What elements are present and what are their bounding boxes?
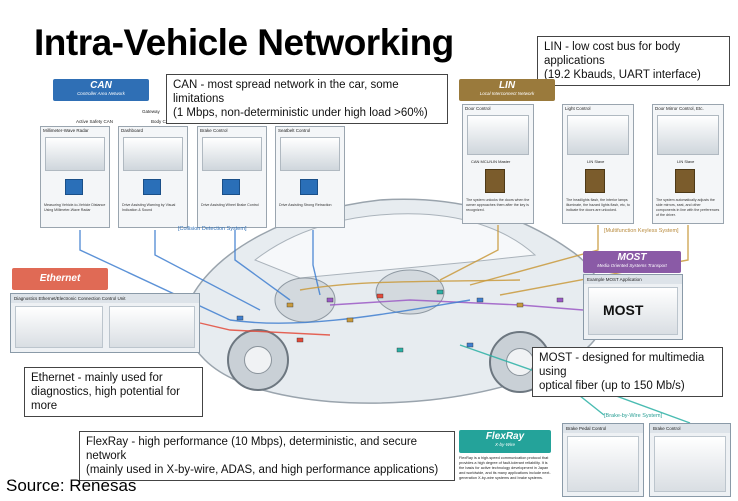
ecu-node (376, 293, 384, 299)
bus-label-active-safety: Active Safety CAN (76, 119, 114, 124)
lin-master-chip-icon (485, 169, 505, 193)
light-image (567, 115, 629, 155)
lin-bus-wire (439, 225, 689, 296)
network-wires (79, 225, 691, 424)
ecu-chip-icon (65, 179, 83, 195)
ethernet-badge: Ethernet (12, 268, 108, 290)
ecu-chip-icon (222, 179, 240, 195)
flexray-brake-panel: Brake Control (649, 423, 731, 497)
most-application-image: MOST (588, 287, 678, 335)
brake-control-image (654, 436, 726, 492)
door-image (467, 115, 529, 155)
lin-bus-wire (299, 279, 521, 291)
flexray-brake-pedal-panel: Brake Pedal Control (562, 423, 644, 497)
most-badge: MOST Media Oriented Systems Transport (583, 251, 681, 273)
ecu-node (476, 297, 484, 303)
ethernet-wire (199, 322, 331, 336)
lin-panel-light: Light Control LIN Slave The headlights f… (562, 104, 634, 224)
gateway-label: Gateway (142, 109, 160, 114)
can-panel-brake: Brake Control Drive Assisting Wheel Brak… (197, 126, 267, 228)
can-bus-wire (79, 230, 321, 321)
ecu-node (556, 297, 564, 303)
radar-image (45, 137, 105, 171)
ecu-node (346, 317, 354, 323)
lin-badge: LIN Local Interconnect Network (459, 79, 555, 101)
diagnostics-image (15, 306, 103, 348)
can-panel-seatbelt: Seatbelt Control Drive Assisting Strong … (275, 126, 345, 228)
can-callout: CAN - most spread network in the car, so… (166, 74, 448, 124)
keyless-system-label: [Multifunction Keyless System] (604, 228, 679, 234)
collision-detection-label: [Collision Detection System] (178, 226, 247, 232)
brake-by-wire-label: [Brake-by-Wire System] (604, 413, 663, 419)
ecu-node (436, 289, 444, 295)
ecu-node (236, 315, 244, 321)
ecu-chip-icon (300, 179, 318, 195)
bus-label-body: Body CAN (151, 119, 173, 124)
brake-image (202, 137, 262, 171)
lin-slave-chip-icon (585, 169, 605, 193)
lin-callout: LIN - low cost bus for body applications… (537, 36, 730, 86)
can-bus-wire (229, 299, 471, 324)
lin-panel-mirror: Door Mirror Control, Etc. LIN Slave The … (652, 104, 724, 224)
lin-slave-chip-icon (675, 169, 695, 193)
can-panel-dashboard: Dashboard Drive Assisting Warning by Vis… (118, 126, 188, 228)
ecu-node (296, 337, 304, 343)
seat-front (274, 277, 336, 323)
brake-pedal-image (567, 436, 639, 492)
ethernet-callout: Ethernet - mainly used for diagnostics, … (24, 367, 203, 417)
page-title: Intra-Vehicle Networking (34, 22, 454, 63)
source-credit: Source: Renesas (6, 476, 137, 495)
lin-panel-door: Door Control CAN MCU/LIN Master The syst… (462, 104, 534, 224)
ecu-node (466, 342, 474, 348)
ethernet-diagnostics-panel: Diagnostics Ethernet/Electronic Connecti… (10, 293, 200, 353)
ecu-node (396, 347, 404, 353)
ecu-node (286, 302, 294, 308)
most-logo: MOST (603, 302, 644, 318)
seat-rear (375, 269, 445, 315)
most-wire (329, 299, 584, 311)
ecu-node (326, 297, 334, 303)
ecu-connection-image (109, 306, 195, 348)
can-badge: CAN Controller Area Network (53, 79, 149, 101)
ecu-node (516, 302, 524, 308)
wheel-hub (244, 346, 272, 374)
most-application-panel: Example MOST Application MOST (583, 274, 683, 340)
flexray-description: FlexRay is a high-speed communication pr… (459, 456, 551, 480)
car-windshield (254, 213, 537, 279)
most-callout: MOST - designed for multimedia using opt… (532, 347, 723, 397)
ecu-chip-icon (143, 179, 161, 195)
mirror-image (657, 115, 719, 155)
flexray-badge: FlexRay X-by-Wire (459, 430, 551, 453)
seatbelt-image (280, 137, 340, 171)
flexray-callout: FlexRay - high performance (10 Mbps), de… (79, 431, 455, 481)
dashboard-image (123, 137, 183, 171)
can-panel-radar: Millimeter-Wave Radar Measuring Vehicle-… (40, 126, 110, 228)
